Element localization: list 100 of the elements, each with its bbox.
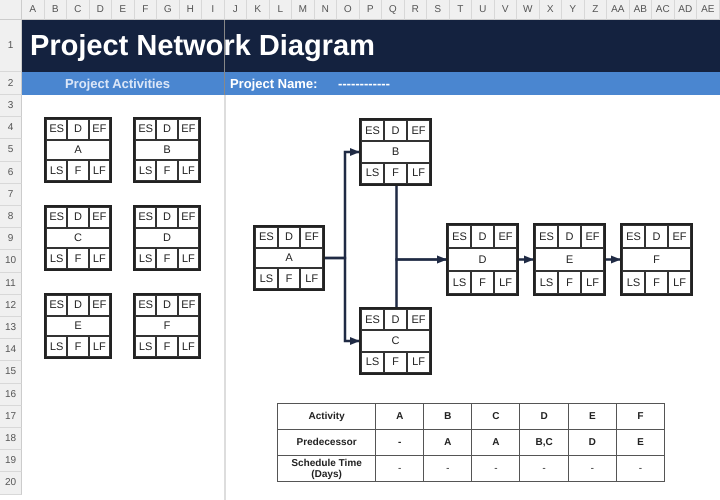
field-abbreviation: LS [622, 271, 645, 294]
field-abbreviation: EF [88, 207, 110, 228]
field-abbreviation: LF [178, 336, 199, 357]
table-cell: D [568, 430, 616, 456]
field-abbreviation: EF [494, 225, 517, 248]
field-abbreviation: EF [178, 119, 199, 140]
field-abbreviation: LF [300, 268, 323, 289]
field-abbreviation: D [558, 225, 581, 248]
field-abbreviation: D [156, 119, 178, 140]
activity-node [44, 205, 112, 271]
field-abbreviation: F [645, 271, 668, 294]
column-header: H [180, 0, 202, 20]
column-header: Y [562, 0, 584, 20]
row-number: 4 [0, 117, 22, 140]
table-cell: B [424, 404, 472, 430]
column-header: Q [382, 0, 404, 20]
column-header: N [314, 0, 337, 20]
field-abbreviation: D [645, 225, 668, 248]
column-header: U [472, 0, 494, 20]
column-header: F [134, 0, 157, 20]
table-cell: F [616, 404, 664, 430]
activity-node [533, 223, 606, 296]
row-number: 7 [0, 184, 22, 206]
column-header: Z [584, 0, 607, 20]
row-number: 15 [0, 361, 22, 384]
field-abbreviation: LF [407, 162, 430, 184]
activity-name: B [361, 141, 430, 163]
column-header: V [494, 0, 517, 20]
field-abbreviation: LS [46, 248, 68, 269]
field-abbreviation: LF [88, 248, 110, 269]
field-abbreviation: ES [622, 225, 645, 248]
activity-node [44, 293, 112, 359]
field-abbreviation: ES [46, 119, 68, 140]
row-number: 17 [0, 406, 22, 428]
arrow [395, 256, 447, 307]
activity-name: A [46, 140, 110, 160]
activity-name: F [135, 316, 199, 336]
field-abbreviation: EF [407, 120, 430, 142]
column-header: K [247, 0, 270, 20]
row-number: 8 [0, 206, 22, 228]
field-abbreviation: LF [88, 160, 110, 181]
field-abbreviation: D [67, 119, 89, 140]
row-number: 9 [0, 228, 22, 250]
table-header: Schedule Time (Days) [278, 456, 376, 482]
field-abbreviation: D [156, 207, 178, 228]
field-abbreviation: EF [300, 227, 323, 248]
table-cell: - [376, 456, 424, 482]
field-abbreviation: LS [448, 271, 471, 294]
field-abbreviation: EF [178, 207, 199, 228]
activity-node [133, 117, 201, 183]
field-abbreviation: LS [46, 336, 68, 357]
field-abbreviation: LS [361, 162, 384, 184]
field-abbreviation: F [471, 271, 494, 294]
column-header: E [112, 0, 134, 20]
field-abbreviation: LS [46, 160, 68, 181]
activity-name: C [361, 330, 430, 352]
table-header: Predecessor [278, 430, 376, 456]
column-header: G [157, 0, 180, 20]
activity-node [133, 293, 201, 359]
activity-name: D [135, 228, 199, 248]
field-abbreviation: ES [46, 207, 68, 228]
column-header: D [90, 0, 112, 20]
row-number: 12 [0, 294, 22, 317]
column-header: A [22, 0, 44, 20]
row-number: 5 [0, 139, 22, 162]
column-header: AC [652, 0, 674, 20]
activity-name: B [135, 140, 199, 160]
column-header: P [360, 0, 382, 20]
placeholder-dashes: ------------ [338, 76, 390, 91]
section-heading: Project Activities [65, 76, 170, 91]
field-abbreviation: F [558, 271, 581, 294]
table-cell: - [616, 456, 664, 482]
activity-node [44, 117, 112, 183]
activity-node [620, 223, 693, 296]
column-header: M [292, 0, 314, 20]
row-number: 18 [0, 428, 22, 450]
field-abbreviation: LS [361, 352, 384, 373]
field-abbreviation: EF [88, 119, 110, 140]
field-abbreviation: D [156, 295, 178, 316]
column-header: C [67, 0, 90, 20]
table-cell: - [520, 456, 568, 482]
column-header: R [404, 0, 427, 20]
page-title: Project Network Diagram [30, 30, 375, 63]
table-cell: B,C [520, 430, 568, 456]
field-abbreviation: LF [88, 336, 110, 357]
field-abbreviation: ES [135, 119, 156, 140]
field-abbreviation: ES [135, 295, 156, 316]
column-header: L [270, 0, 292, 20]
field-abbreviation: LF [178, 160, 199, 181]
field-abbreviation: LF [494, 271, 517, 294]
activity-node [446, 223, 519, 296]
field-abbreviation: LS [135, 336, 156, 357]
field-abbreviation: ES [255, 227, 278, 248]
field-abbreviation: D [67, 207, 89, 228]
row-number: 20 [0, 472, 22, 495]
field-abbreviation: F [67, 336, 89, 357]
field-abbreviation: LS [135, 248, 156, 269]
column-header: AB [630, 0, 652, 20]
field-abbreviation: EF [668, 225, 691, 248]
field-abbreviation: EF [581, 225, 604, 248]
